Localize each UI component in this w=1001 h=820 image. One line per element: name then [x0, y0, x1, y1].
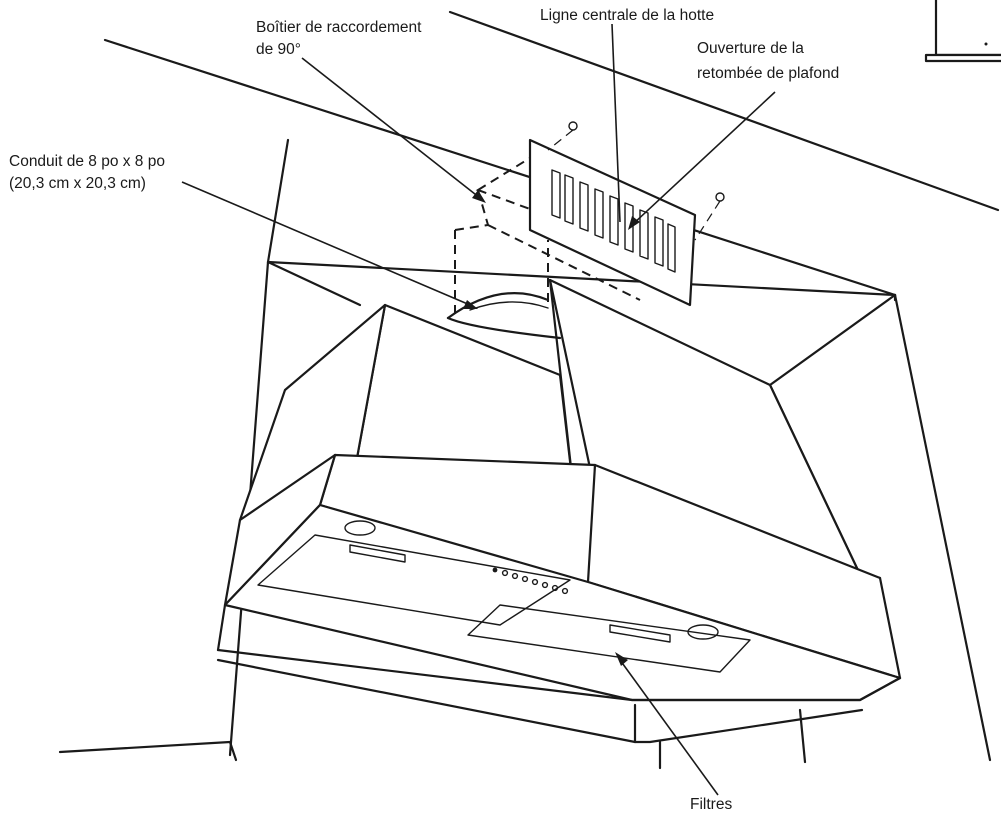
hood-centerline-label: Ligne centrale de la hotte — [540, 7, 714, 24]
range-hood — [216, 453, 902, 770]
soffit-opening-label-line2: retombée de plafond — [697, 65, 839, 82]
filters-label: Filtres — [690, 796, 732, 813]
soffit-opening-plate — [528, 121, 725, 307]
duct — [446, 292, 562, 340]
duct-label-line1: Conduit de 8 po x 8 po — [9, 153, 165, 170]
connector-box-label-line2: de 90° — [256, 41, 301, 58]
label-leaders — [181, 23, 776, 796]
labels: Boîtier de raccordement de 90° Ligne cen… — [9, 7, 839, 813]
partial-cabinet-top-right — [924, 0, 1001, 63]
soffit-opening-label-line1: Ouverture de la — [697, 40, 804, 57]
duct-label-line2: (20,3 cm x 20,3 cm) — [9, 175, 146, 192]
connector-box-label-line1: Boîtier de raccordement — [256, 19, 422, 36]
